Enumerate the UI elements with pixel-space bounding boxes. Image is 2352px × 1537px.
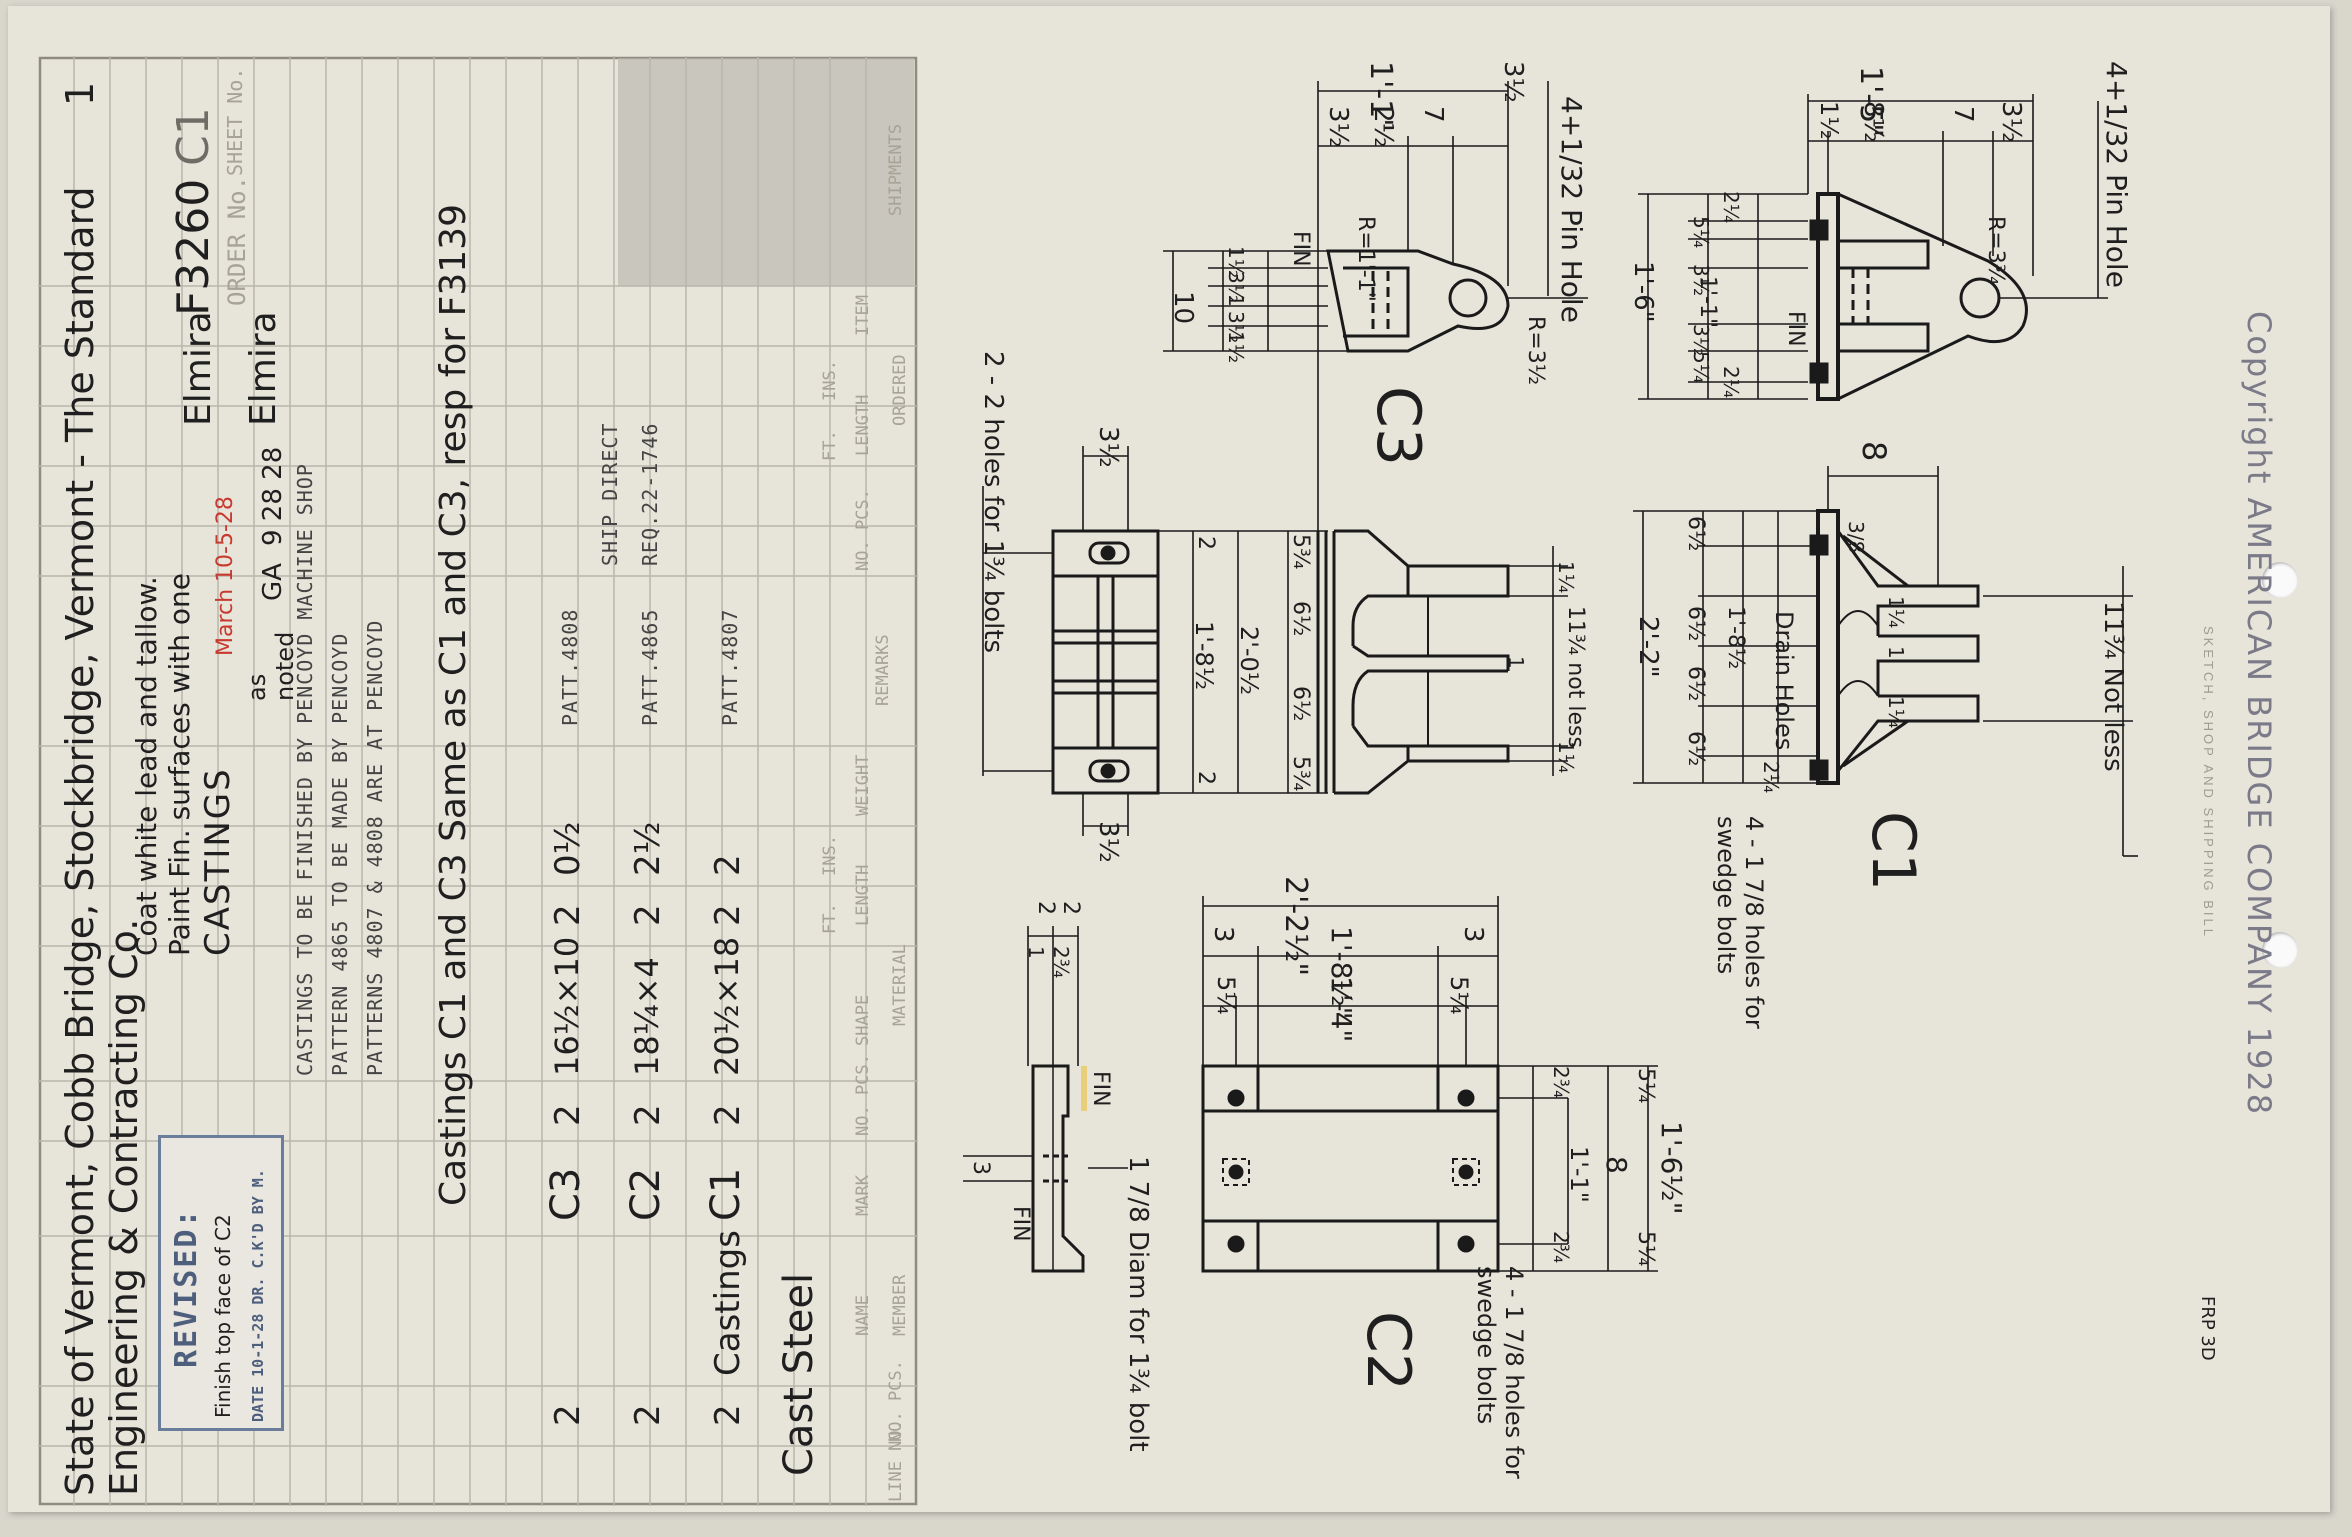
c3-left-dim-5: 1½ bbox=[1224, 331, 1248, 364]
c2-right-dim-1: 2¾ bbox=[1549, 1066, 1573, 1099]
c1-fin: FIN bbox=[1783, 311, 1808, 347]
c2-section-dim-2: 2 bbox=[1058, 901, 1083, 915]
c3-side-dims bbox=[1508, 546, 1568, 776]
drawing-sheet: LINE NO. NO. PCS. MEMBER NAME MARK MATER… bbox=[8, 6, 2330, 1512]
c2-top-dim-5: 1'-4" bbox=[1325, 976, 1358, 1043]
c1-top-dim-4: 3½ bbox=[1996, 101, 2026, 143]
c3-fin: FIN bbox=[1288, 231, 1313, 267]
c3-top-dim-3: 2½ bbox=[1368, 106, 1398, 148]
c1-rib-dim-4: 1¼ bbox=[1884, 696, 1908, 729]
c3-bolt-holes: 2 - 2 holes for 1¾ bolts bbox=[978, 351, 1008, 654]
c1-label: C1 bbox=[1858, 811, 1928, 892]
c1-left-dim-7: 2¼ bbox=[1719, 366, 1743, 399]
c2-section-dim-4: 2¾ bbox=[1049, 946, 1073, 979]
c2-right-dim-4: 8 bbox=[1600, 1156, 1633, 1174]
c2-section-dims bbox=[963, 926, 1128, 1182]
c3-plan-dim-5: 3½ bbox=[1093, 821, 1123, 863]
c1-rib-dim-2: 1¼ bbox=[1884, 596, 1908, 629]
c2-fin: FIN bbox=[1088, 1071, 1113, 1107]
c1-pin-hole: 4+1/32 Pin Hole bbox=[2100, 61, 2133, 288]
copyright: Copyright AMERICAN BRIDGE COMPANY 1928 bbox=[2240, 311, 2278, 1117]
c1-dim-lines bbox=[1638, 94, 2108, 400]
c2-swedge-holes: 4 - 1 7/8 holes for swedge bolts bbox=[1472, 1266, 1528, 1479]
c3-plan-dim-1: 3½ bbox=[1093, 426, 1123, 468]
c3-plan bbox=[1051, 529, 1160, 795]
c3-left-dim-3: 1 bbox=[1224, 294, 1248, 307]
c2-top-dim-1: 3 bbox=[1208, 926, 1238, 943]
c2-right-dim-5: 2¾ bbox=[1549, 1231, 1573, 1264]
c2-section-dim-5: 3 bbox=[968, 1161, 993, 1175]
c2-section-dim-3: 1 bbox=[1024, 946, 1048, 959]
c2-section-dim-1: 2 bbox=[1033, 901, 1058, 915]
c3-plan-dim-4: 2 bbox=[1193, 771, 1218, 785]
c1-left-dim-2: 5¼ bbox=[1689, 216, 1713, 249]
c2-top-dim-3: 3 bbox=[1458, 926, 1488, 943]
c3-plan-dim-3: 1'-8½ bbox=[1190, 621, 1218, 691]
c1-side-dim-6: 2¼ bbox=[1759, 761, 1783, 794]
c1-left-dim-1: 2¼ bbox=[1719, 191, 1743, 224]
c3-left-dim-overall: 10 bbox=[1168, 291, 1198, 325]
c1-drain-holes: Drain Holes bbox=[1770, 611, 1798, 751]
title-block: LINE NO. NO. PCS. MEMBER NAME MARK MATER… bbox=[38, 56, 918, 1506]
c1-left-dim-4: 1'-1" bbox=[1695, 276, 1720, 329]
c3-radius: R=1'-1" bbox=[1353, 216, 1378, 302]
c2-top-dim-4: 5¼ bbox=[1212, 976, 1240, 1015]
c3-elevation bbox=[1326, 249, 1510, 353]
c3-elevation-dims bbox=[1163, 81, 1588, 566]
c2-right-dim-6: 5¼ bbox=[1633, 1231, 1658, 1267]
c2-plan bbox=[1201, 1064, 1500, 1273]
c3-side bbox=[1316, 529, 1510, 795]
c2-fin-2: FIN bbox=[1008, 1206, 1033, 1242]
frp-code: FRP 3D bbox=[2197, 1296, 2218, 1361]
c3-side-dim-3: 2'-0½ bbox=[1235, 626, 1263, 696]
c2-bolt-note: 1 7/8 Diam for 1¾ bolt bbox=[1123, 1156, 1153, 1452]
c1-side-dim-overall: 2'-2" bbox=[1633, 616, 1663, 678]
c2-right-dim-3: 1'-1" bbox=[1565, 1146, 1593, 1203]
c1-swedge-holes: 4 - 1 7/8 holes for swedge bolts bbox=[1712, 816, 1768, 1029]
c1-rib-dim-1: 3/8 bbox=[1844, 521, 1868, 554]
c1-not-less: 11¾ Not less bbox=[2098, 601, 2128, 772]
c3-side-dim-8: 1 bbox=[1504, 656, 1528, 669]
c3-plan-dim-2: 2 bbox=[1193, 536, 1218, 550]
c2-right-dim-overall: 1'-6½" bbox=[1655, 1121, 1688, 1215]
c1-plan-dims bbox=[1633, 466, 2138, 857]
c2-right-dim-2: 5¼ bbox=[1633, 1068, 1658, 1104]
c3-top-dim-1: 3½ bbox=[1498, 61, 1528, 103]
c3-side-dim-7: 11¾ not less bbox=[1563, 606, 1588, 748]
punch-hole bbox=[2262, 562, 2298, 598]
c2-label: C2 bbox=[1353, 1311, 1423, 1392]
c1-top-dim-1: 1½ bbox=[1815, 101, 1843, 140]
copyright-small: SKETCH, SHOP AND SHIPPING BILL bbox=[2201, 626, 2216, 939]
c1-plan-width: 8 bbox=[1855, 441, 1893, 462]
c3-plan-dims bbox=[982, 446, 1328, 836]
c3-pin-hole: 4+1/32 Pin Hole bbox=[1555, 96, 1588, 323]
c1-radius: R=3¾ bbox=[1983, 216, 2008, 286]
c1-top-dim-3: 7 bbox=[1948, 106, 1978, 123]
c3-side-dim-4: 6½ bbox=[1288, 686, 1313, 722]
c1-left-dim-overall: 1'-6" bbox=[1628, 261, 1658, 323]
c1-rib-dim-3: 1 bbox=[1884, 646, 1908, 659]
c3-top-dim-4: 7 bbox=[1418, 106, 1448, 123]
c3-label: C3 bbox=[1363, 386, 1433, 467]
c3-side-dim-5: 5¾ bbox=[1288, 756, 1313, 792]
c3-side-dim-1: 5¾ bbox=[1288, 534, 1313, 570]
c3-side-dim-2: 6½ bbox=[1288, 601, 1313, 637]
c3-top-dim-2: 3½ bbox=[1323, 106, 1353, 148]
c1-side-dim-2: 6½ bbox=[1683, 606, 1708, 642]
c1-side-dim-4: 6½ bbox=[1683, 666, 1708, 702]
punch-hole bbox=[2262, 932, 2298, 968]
c1-top-dim-2: 8½ bbox=[1858, 101, 1888, 143]
c1-left-dim-6: 5¼ bbox=[1689, 351, 1713, 384]
c1-side-dim-5: 6½ bbox=[1683, 731, 1708, 767]
c3-side-dim-6: 1¼ bbox=[1554, 561, 1578, 594]
c2-top-dim-6: 5¼ bbox=[1445, 976, 1473, 1015]
drawings-layer bbox=[963, 81, 2138, 1273]
c1-side-dim-1: 6½ bbox=[1683, 516, 1708, 552]
c3-radius-2: R=3½ bbox=[1523, 316, 1548, 386]
c2-section bbox=[1031, 1064, 1087, 1273]
c1-side-dim-3: 1'-8½ bbox=[1723, 606, 1748, 670]
c2-top-dim-overall: 2'-2½" bbox=[1278, 876, 1313, 977]
c3-side-dim-9: 1¼ bbox=[1554, 741, 1578, 774]
c2-plan-dims bbox=[1202, 896, 1658, 1272]
